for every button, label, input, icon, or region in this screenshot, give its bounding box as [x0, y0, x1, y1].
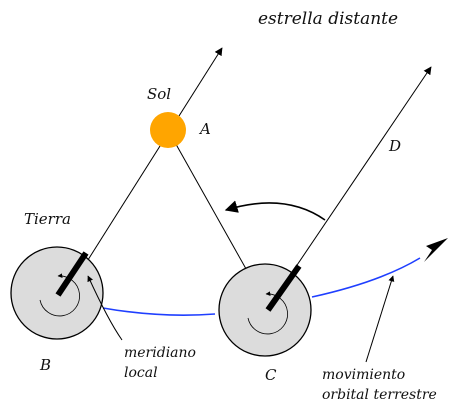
meridian-c	[265, 264, 302, 312]
point-a-label: A	[198, 120, 211, 138]
meridian-label-line1: meridiano	[124, 345, 196, 361]
rotation-arc-arrow	[224, 200, 326, 221]
earth-label: Tierra	[24, 210, 71, 228]
point-b-label: B	[39, 356, 51, 374]
star-label: estrella distante	[258, 9, 398, 29]
orbit-pointer-arrow	[365, 275, 395, 363]
meridian-b	[55, 251, 89, 297]
earth-c	[218, 263, 312, 357]
sun-label: Sol	[147, 85, 171, 103]
line-b-to-star	[73, 47, 223, 283]
point-c-label: C	[265, 366, 277, 384]
orbit-arrowhead	[424, 238, 448, 262]
orbit-path	[102, 257, 421, 316]
meridian-pointer-arrow	[87, 275, 123, 341]
sun-icon	[150, 112, 186, 148]
orbit-label-line2: orbital terrestre	[322, 387, 437, 403]
orbit-label-line1: movimiento	[322, 367, 405, 383]
point-d-label: D	[388, 137, 401, 155]
earth-b	[10, 246, 104, 340]
meridian-label-line2: local	[124, 365, 158, 381]
